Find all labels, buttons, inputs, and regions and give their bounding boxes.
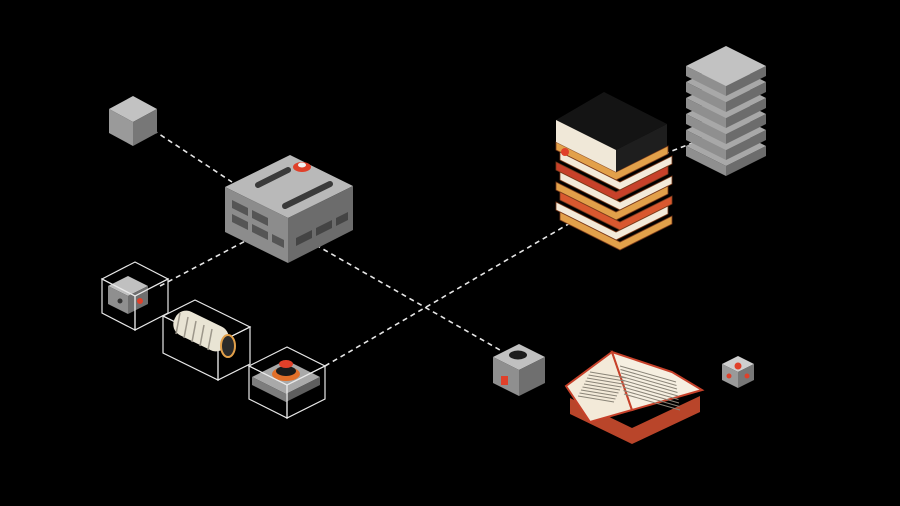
book-cover-right	[616, 124, 667, 172]
open-book-icon	[564, 350, 705, 444]
button-base-left	[252, 377, 286, 402]
hub-vent	[232, 214, 248, 230]
dashed-connector	[663, 141, 696, 155]
coil-ring	[191, 320, 197, 343]
layer-right-face	[726, 66, 766, 96]
small-red-cube-icon	[722, 356, 754, 388]
hub-vent	[252, 224, 268, 240]
hub-right-face	[288, 186, 353, 263]
tiny-cube-red-dot	[734, 362, 742, 370]
tiny-cube-red-dot	[726, 373, 732, 379]
drive-port	[117, 298, 123, 304]
book-text-line	[588, 374, 625, 382]
book-text-line	[585, 380, 622, 388]
hub-top-face	[225, 155, 353, 218]
open-book-text-lines	[577, 365, 681, 411]
book-text-line	[623, 393, 681, 411]
hub-vent	[316, 220, 332, 236]
tiny-cube-red-dot	[744, 373, 750, 379]
cube-right-face	[133, 109, 157, 146]
layer-right-face	[726, 130, 766, 160]
drive-red-light	[137, 298, 143, 304]
layer-top-face	[686, 46, 766, 86]
book-text-line	[579, 392, 616, 400]
stacked-book	[559, 191, 673, 231]
drive-icon	[100, 261, 170, 331]
book-text-line	[619, 365, 677, 383]
hub-vent	[336, 212, 348, 226]
layer-left-face	[686, 98, 726, 128]
hub-slot	[282, 181, 333, 209]
server-hub-icon	[225, 155, 353, 263]
hub-vent	[252, 210, 268, 226]
button-base-right	[286, 377, 320, 402]
book-text-line	[621, 379, 679, 397]
open-book-pages-right	[610, 350, 705, 412]
book-stack-icon	[555, 92, 673, 251]
dashed-connector	[299, 235, 501, 351]
book-text-line	[622, 386, 680, 404]
layer-left-face	[686, 114, 726, 144]
coil-ring	[207, 328, 213, 351]
book-text-line	[622, 383, 679, 400]
stack-layers-icon	[686, 46, 766, 176]
book-text-line	[589, 371, 627, 379]
hub-vent	[296, 230, 312, 246]
layer-right-face	[726, 98, 766, 128]
junction-top-knob	[509, 350, 527, 360]
coil-ring	[199, 324, 205, 347]
coil-icon	[161, 299, 252, 381]
stacked-book	[559, 151, 673, 191]
book-cover-top	[556, 92, 667, 150]
layer-right-face	[726, 82, 766, 112]
layer-left-face	[686, 82, 726, 112]
book-red-tag	[561, 148, 569, 156]
stacked-book	[559, 211, 673, 251]
stacked-books	[555, 141, 673, 251]
dashed-connector	[152, 129, 233, 183]
book-text-line	[621, 376, 678, 393]
book-text-line	[623, 390, 680, 407]
layer-left-face	[686, 66, 726, 96]
hub-slot	[255, 167, 291, 188]
coil-cylinder	[173, 310, 236, 358]
hub-vent	[232, 200, 248, 216]
button-icon	[247, 346, 327, 419]
dashed-connector	[324, 221, 573, 367]
button-wireframe	[247, 346, 327, 419]
layer-right-face	[726, 146, 766, 176]
book-text-line	[583, 383, 621, 391]
button-black-base	[276, 366, 296, 376]
book-cover-left	[556, 120, 616, 172]
layer-left-face	[686, 130, 726, 160]
coil-ring	[175, 312, 181, 335]
junction-box-icon	[493, 344, 545, 396]
book-text-line	[586, 377, 624, 385]
coil-ring	[183, 316, 189, 339]
layer-right-face	[726, 114, 766, 144]
hub-red-indicator-center	[298, 162, 306, 168]
hub-vent	[272, 234, 284, 248]
junction-red-connector	[501, 376, 508, 385]
button-red-top	[279, 360, 293, 368]
book-text-line	[620, 372, 678, 390]
book-text-line	[580, 389, 618, 397]
cube-icon	[109, 96, 157, 146]
cube-left-face	[109, 109, 133, 146]
stacked-book	[559, 171, 673, 211]
junction-right-face	[519, 357, 545, 396]
layer-left-face	[686, 146, 726, 176]
book-text-line	[620, 369, 677, 386]
coil-end-cap	[220, 334, 236, 358]
book-text-line	[582, 386, 619, 394]
book-text-line	[577, 395, 615, 403]
